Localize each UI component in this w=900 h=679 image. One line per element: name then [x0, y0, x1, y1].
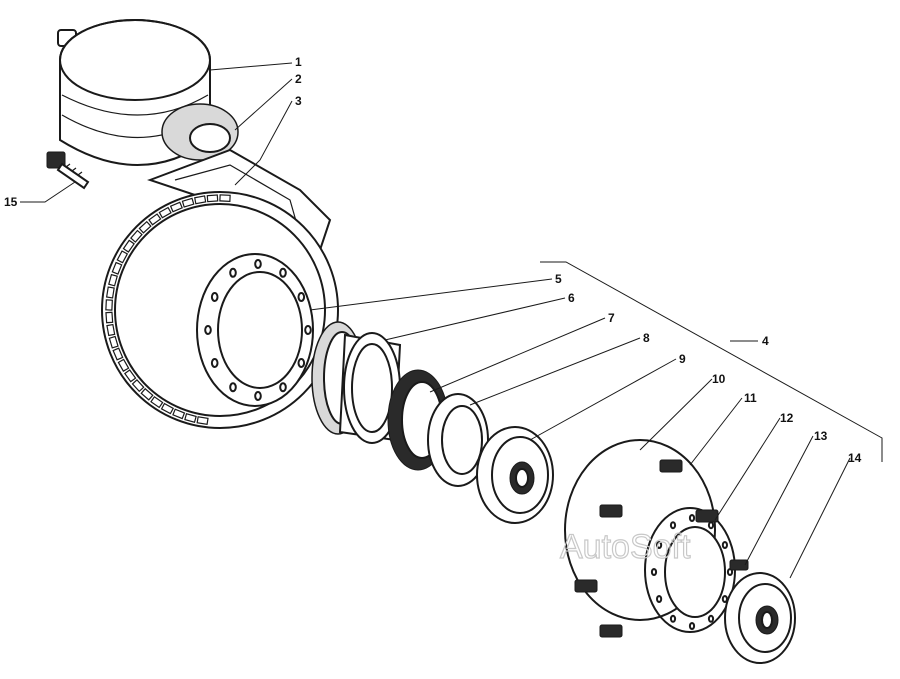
- disc-bolt-hole: [229, 382, 237, 393]
- callout-15: 15: [4, 195, 18, 209]
- disc-bolt-hole: [304, 325, 312, 335]
- disc-vent-slot: [138, 220, 152, 234]
- disc-bolt-hole: [279, 267, 287, 278]
- disc-vent-slot: [131, 379, 145, 393]
- wheel-studs: [574, 459, 749, 638]
- watermark: AutoSoft: [560, 528, 691, 566]
- disc-vent-slot: [181, 197, 195, 208]
- disc-vent-slot: [112, 347, 124, 361]
- wheel-hub-10: [564, 439, 749, 638]
- disc-vent-slot: [105, 299, 113, 311]
- disc-vent-slot: [184, 413, 197, 423]
- hub-bolt-hole: [650, 568, 658, 576]
- disc-vent-slot: [117, 358, 130, 372]
- disc-vent-slot: [206, 194, 219, 203]
- callout-3: 3: [295, 94, 302, 108]
- disc-bolt-hole: [254, 391, 262, 401]
- hub-bolt-hole: [656, 595, 663, 603]
- bushing-6: [338, 332, 402, 444]
- disc-bolt-hole: [210, 292, 219, 302]
- disc-bolt-hole: [229, 267, 237, 278]
- callout-numbers: 1 2 3 4 5 6 7 8 9 10 11 12 13 14 15: [4, 55, 862, 465]
- disc-vent-slot: [148, 213, 162, 226]
- disc-vent-slot: [116, 250, 129, 264]
- brake-chamber: [57, 19, 239, 166]
- callout-12: 12: [780, 411, 794, 425]
- callout-1: 1: [295, 55, 302, 69]
- disc-vent-slot: [108, 335, 119, 349]
- callout-10: 10: [712, 372, 726, 386]
- disc-bolt-hole: [204, 325, 212, 335]
- callout-13: 13: [814, 429, 828, 443]
- hub-bolt-hole: [721, 541, 729, 549]
- disc-bolt-hole: [210, 358, 219, 368]
- disc-vent-slot: [158, 206, 172, 219]
- callout-6: 6: [568, 291, 575, 305]
- disc-vent-slot: [194, 195, 207, 205]
- disc-vent-slot: [105, 311, 114, 324]
- callout-11: 11: [744, 391, 757, 405]
- bolt-15: [46, 151, 90, 190]
- hub-bolt-hole: [656, 541, 663, 549]
- callout-5: 5: [555, 272, 562, 286]
- hub-bolt-hole: [707, 614, 715, 623]
- leader-lines: [20, 62, 851, 579]
- disc-bolt-hole: [297, 292, 306, 302]
- hub-bolt-hole: [688, 622, 696, 630]
- brake-disc: [101, 191, 339, 429]
- disc-vent-slot: [196, 416, 209, 426]
- callout-7: 7: [608, 311, 615, 325]
- disc-vent-slot: [160, 402, 175, 415]
- callout-14: 14: [848, 451, 862, 465]
- callout-2: 2: [295, 72, 302, 86]
- callout-4: 4: [762, 334, 769, 348]
- group-bracket-4: [540, 261, 883, 462]
- hub-bolt-hole: [669, 614, 677, 623]
- disc-vent-slot: [172, 408, 186, 420]
- disc-vent-slot: [219, 194, 231, 202]
- disc-vent-slot: [140, 387, 154, 401]
- disc-vent-slot: [150, 395, 164, 409]
- disc-vent-slot: [106, 323, 116, 337]
- disc-bolt-hole: [297, 358, 306, 368]
- bearing-14: [724, 572, 796, 664]
- bearing-9: [476, 426, 554, 524]
- callout-8: 8: [643, 331, 650, 345]
- disc-vent-slot: [108, 273, 118, 287]
- disc-vent-slot: [130, 229, 143, 243]
- hub-bolt-hole: [707, 521, 715, 530]
- disc-vent-slot: [122, 239, 135, 253]
- disc-vent-slot: [105, 286, 115, 299]
- disc-vent-slot: [123, 369, 137, 383]
- disc-vent-slot: [111, 261, 123, 275]
- hub-bolt-hole: [721, 595, 729, 603]
- disc-vent-slot: [169, 201, 183, 213]
- disc-bolt-hole: [254, 259, 262, 269]
- callout-9: 9: [679, 352, 686, 366]
- hub-bolt-hole: [688, 514, 696, 522]
- ring-8: [427, 393, 489, 487]
- hub-bolt-hole: [669, 521, 677, 530]
- disc-bolt-hole: [279, 382, 287, 393]
